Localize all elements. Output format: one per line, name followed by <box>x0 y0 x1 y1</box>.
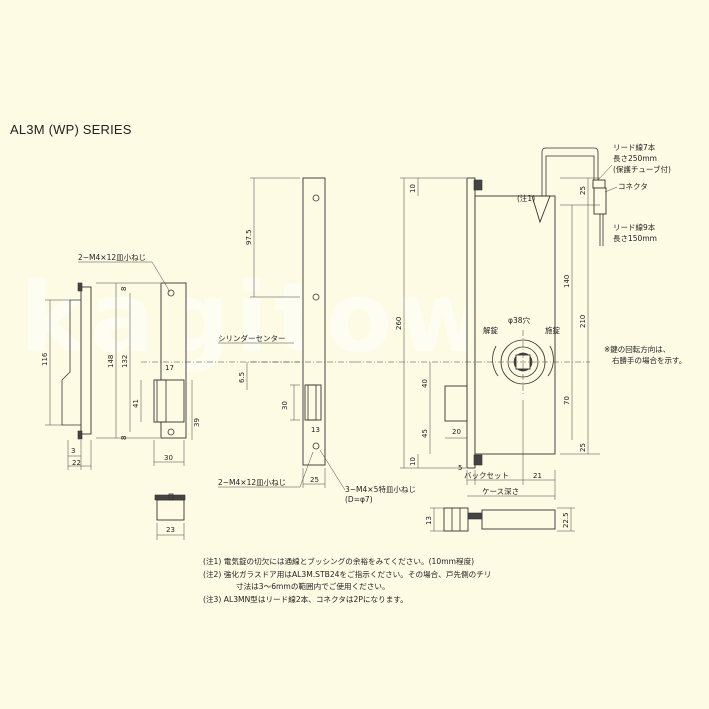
dim-10-top: 10 <box>409 184 417 193</box>
note-1: (注1) 電気錠の切欠には通線とブッシングの余裕をみてください。(10mm程度) <box>203 557 475 566</box>
connector-label: コネクタ <box>618 182 648 191</box>
bottom-bolt <box>467 512 483 520</box>
lock-body-view: 解錠 施錠 φ38穴 (注1) リード線7本 長さ250mm (保護チューブ付)… <box>355 142 686 500</box>
dim-21: 21 <box>533 472 542 480</box>
side-strike-view: 116 3 22 <box>41 282 92 470</box>
dim-140: 140 <box>563 275 571 288</box>
dim-20: 20 <box>452 428 461 436</box>
lock-front-plate <box>466 177 476 469</box>
strike-box <box>153 379 185 423</box>
dim-116: 116 <box>41 352 49 366</box>
dim-22: 22 <box>72 459 81 467</box>
screw-diameter: (D=φ7) <box>345 495 373 504</box>
dim-30-latch: 30 <box>281 401 289 410</box>
bottom-case <box>481 509 556 530</box>
lock-arrow <box>547 345 554 377</box>
dim-41: 41 <box>132 399 140 408</box>
lead7-length: 長さ250mm <box>613 154 657 163</box>
front-tab-bottom <box>473 454 483 466</box>
strike-bottom-plate <box>154 494 186 501</box>
front-tab-top <box>473 179 483 191</box>
dim-3: 3 <box>71 447 75 455</box>
bottom-faceplate <box>443 507 469 532</box>
dim-45: 45 <box>421 429 429 438</box>
faceplate-screw-2 <box>312 293 320 301</box>
note-3: (注3) AL3MN型はリード線2本、コネクタは2Pになります。 <box>203 594 408 604</box>
dim-39: 39 <box>193 418 201 427</box>
dim-23: 23 <box>166 526 175 534</box>
dim-13: 13 <box>311 426 320 434</box>
unlock-arrow <box>492 345 499 377</box>
dim-25: 25 <box>310 476 319 484</box>
note-2: (注2) 強化ガラスドア用はAL3M.STB24をご指示ください。その場合、戸先… <box>203 569 492 579</box>
lead9-length: 長さ150mm <box>613 234 657 243</box>
rotation-note-2: 右勝手の場合を示す。 <box>612 355 686 365</box>
strike-screw-top <box>167 289 175 297</box>
side-strike-tab-top <box>77 282 83 292</box>
strike-bottom-view: 23 <box>154 493 186 540</box>
dim-97.5: 97.5 <box>245 229 253 245</box>
note-2-continued: 寸法は3～6mmの範囲内でご使用ください。 <box>236 582 390 591</box>
bottom-section-view: 13 22.5 <box>425 507 575 532</box>
dim-70: 70 <box>563 396 571 405</box>
dim-40: 40 <box>421 379 429 388</box>
unlock-label: 解錠 <box>483 325 498 335</box>
faceplate-view: 97.5 30 13 25 シリンダーセンター 2−M4×12皿小ねじ 3−M4… <box>218 177 416 504</box>
dim-132: 132 <box>121 355 129 368</box>
lock-label: 施錠 <box>545 325 560 335</box>
strike-front-view: 148 132 8 8 41 39 30 17 6.5 2−M4×12皿小ねじ <box>78 253 300 466</box>
note1-ref: (注1) <box>517 193 535 203</box>
dim-10-bottom: 10 <box>409 457 417 466</box>
dim-25-bottom: 25 <box>579 443 587 452</box>
connector-top <box>592 179 606 189</box>
dim-210: 210 <box>579 315 587 328</box>
notes-block: (注1) 電気錠の切欠には通線とブッシングの余裕をみてください。(10mm程度)… <box>203 556 491 606</box>
side-strike-profile <box>61 299 81 426</box>
dim-8-bottom: 8 <box>120 436 128 440</box>
page-title: AL3M (WP) SERIES <box>10 122 132 137</box>
dim-6.5: 6.5 <box>238 372 246 383</box>
dim-260: 260 <box>395 317 403 330</box>
faceplate-screw-1 <box>312 194 320 202</box>
lock-case <box>474 195 556 455</box>
screw-label-top-strike: 2−M4×12皿小ねじ <box>78 253 146 262</box>
latch-bolt <box>304 384 322 421</box>
faceplate-screw-3 <box>312 442 320 450</box>
cylinder-center-label: シリンダーセンター <box>218 333 286 343</box>
dim-5: 5 <box>458 464 462 472</box>
dim-22.5: 22.5 <box>562 512 570 528</box>
wire-notch <box>531 195 551 224</box>
lead7-tube: (保護チューブ付) <box>613 164 671 174</box>
dim-17: 17 <box>165 364 174 372</box>
lead7-label: リード線7本 <box>613 142 656 152</box>
screw-label-special: 3−M4×5特皿小ねじ <box>345 484 416 494</box>
side-strike-tab-bottom <box>77 430 83 440</box>
dim-13-bottom: 13 <box>425 516 433 525</box>
lead9-label: リード線9本 <box>613 222 656 232</box>
dim-148: 148 <box>107 355 115 368</box>
latch-side <box>444 385 468 422</box>
strike-screw-bottom <box>167 428 175 436</box>
lead-wire <box>541 147 599 196</box>
case-depth-label: ケース深さ <box>482 487 519 496</box>
dim-30: 30 <box>164 454 173 462</box>
connector-body <box>593 187 607 215</box>
rotation-note-1: ※鍵の回転方向は、 <box>604 344 670 354</box>
screw-label-faceplate: 2−M4×12皿小ねじ <box>218 478 286 487</box>
backset-label: バックセット <box>464 471 509 480</box>
hole-label: φ38穴 <box>508 315 530 325</box>
faceplate <box>302 177 326 466</box>
dim-8-top: 8 <box>120 287 128 291</box>
strike-bottom-box <box>156 499 185 521</box>
side-strike-body <box>80 286 92 435</box>
dim-25-top: 25 <box>579 186 587 195</box>
